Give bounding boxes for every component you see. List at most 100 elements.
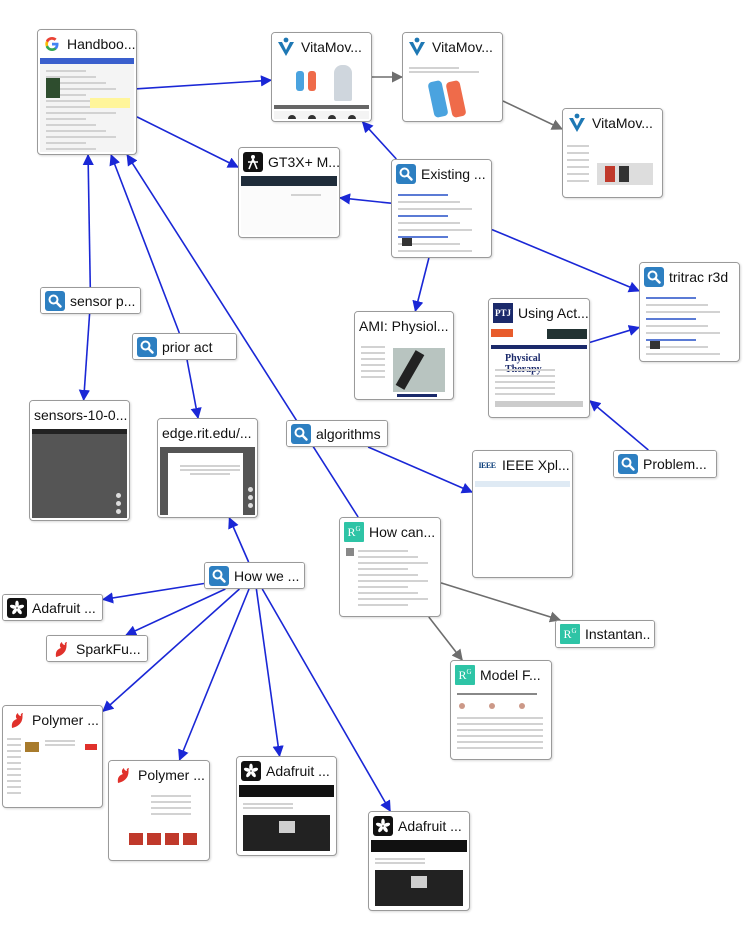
page-thumbnail [241, 176, 337, 235]
node-label: tritrac r3d [669, 269, 729, 285]
node-label: IEEE Xpl... [502, 457, 570, 473]
node-label: SparkFu... [76, 640, 141, 657]
search-icon [45, 290, 65, 311]
edge-sensorp-to-handbook [82, 153, 94, 288]
page-thumbnail [160, 447, 255, 515]
node-adafruit1[interactable]: Adafruit ... [2, 594, 103, 621]
node-label: sensor p... [70, 292, 136, 309]
edge-handbook-to-vitamov1 [136, 75, 273, 90]
edge-howcan-to-handbook [126, 154, 359, 518]
edge-howwe-to-adafruit1 [101, 582, 205, 604]
node-edgerit[interactable]: edge.rit.edu/... [157, 418, 258, 518]
node-algorithms[interactable]: algorithms [286, 420, 388, 447]
page-thumbnail [32, 429, 127, 518]
node-vitamov3[interactable]: VitaMov... [562, 108, 663, 198]
node-polymer2[interactable]: Polymer ... [108, 760, 210, 861]
page-thumbnail [475, 479, 570, 575]
node-label: Adafruit ... [32, 599, 96, 616]
node-title: Adafruit ... [237, 757, 336, 785]
node-tritrac[interactable]: tritrac r3d [639, 262, 740, 362]
node-title: VitaMov... [403, 33, 502, 61]
node-label: Existing ... [421, 166, 486, 182]
edge-howwe-to-edgerit [228, 516, 250, 563]
edge-howwe-to-adafruit2 [255, 588, 284, 758]
node-title: IEEE IEEE Xpl... [473, 451, 572, 479]
researchgate-icon: RG [455, 665, 475, 685]
edge-prioract-to-handbook [109, 153, 181, 334]
edge-existing-to-vitamov1 [361, 121, 397, 160]
node-howwe[interactable]: How we ... [204, 562, 305, 589]
node-vitamov1[interactable]: VitaMov... [271, 32, 372, 122]
node-title: Adafruit ... [3, 595, 102, 620]
node-label: How we ... [234, 567, 300, 584]
node-title: How we ... [205, 563, 304, 588]
node-handbook[interactable]: Handboo... [37, 29, 137, 155]
node-sensors10[interactable]: sensors-10-0... [29, 400, 130, 521]
node-adafruit2[interactable]: Adafruit ... [236, 756, 337, 856]
node-modelf[interactable]: RG Model F... [450, 660, 552, 760]
node-title: SparkFu... [47, 636, 147, 661]
node-existing[interactable]: Existing ... [391, 159, 492, 258]
node-label: Using Act... [518, 305, 589, 321]
edge-existing-to-gt3x [338, 193, 392, 205]
page-thumbnail [357, 340, 451, 397]
search-icon [644, 267, 664, 287]
adafruit-icon [7, 597, 27, 618]
node-gt3x[interactable]: GT3X+ M... [238, 147, 340, 238]
ieee-icon: IEEE [477, 455, 497, 475]
search-icon [209, 565, 229, 586]
node-label: GT3X+ M... [268, 154, 339, 170]
node-title: algorithms [287, 421, 387, 446]
node-label: VitaMov... [301, 39, 362, 55]
node-polymer1[interactable]: Polymer ... [2, 705, 103, 808]
node-label: prior act [162, 338, 213, 355]
page-thumbnail [394, 188, 489, 255]
edge-howcan-to-modelf [428, 616, 463, 661]
node-title: Existing ... [392, 160, 491, 188]
search-icon [291, 423, 311, 444]
node-title: Polymer ... [109, 761, 209, 789]
node-title: GT3X+ M... [239, 148, 339, 176]
node-ami[interactable]: AMI: Physiol... [354, 311, 454, 400]
actigraph-icon [243, 152, 263, 172]
node-label: Adafruit ... [266, 763, 330, 779]
node-label: VitaMov... [432, 39, 493, 55]
node-adafruit3[interactable]: Adafruit ... [368, 811, 470, 911]
sparkfun-icon [113, 765, 133, 785]
node-title: Handboo... [38, 30, 136, 58]
node-label: Adafruit ... [398, 818, 462, 834]
node-problem[interactable]: Problem... [613, 450, 717, 478]
edge-handbook-to-gt3x [136, 116, 240, 168]
node-title: tritrac r3d [640, 263, 739, 291]
node-title: prior act [133, 334, 236, 359]
edge-sensorp-to-sensors10 [78, 313, 91, 402]
edge-howwe-to-adafruit3 [261, 588, 391, 812]
page-thumbnail: Physical Therapy [491, 327, 587, 415]
node-title: VitaMov... [563, 109, 662, 137]
search-icon [618, 454, 638, 474]
page-thumbnail [111, 789, 207, 858]
edge-howwe-to-polymer1 [102, 588, 240, 712]
google-icon [42, 34, 62, 54]
node-vitamov2[interactable]: VitaMov... [402, 32, 503, 122]
page-thumbnail [453, 689, 549, 757]
node-ieee[interactable]: IEEE IEEE Xpl... [472, 450, 573, 578]
node-sensorp[interactable]: sensor p... [40, 287, 141, 314]
node-title: edge.rit.edu/... [158, 419, 257, 447]
node-label: algorithms [316, 425, 381, 442]
page-thumbnail [239, 785, 334, 853]
page-thumbnail [405, 61, 500, 119]
node-title: Adafruit ... [369, 812, 469, 840]
page-thumbnail [274, 61, 369, 119]
node-prioract[interactable]: prior act [132, 333, 237, 360]
node-title: RG Model F... [451, 661, 551, 689]
edge-usingact-to-tritrac [589, 325, 641, 344]
node-label: Model F... [480, 667, 541, 683]
node-label: How can... [369, 524, 436, 540]
vitamove-icon [276, 37, 296, 57]
node-sparkfun[interactable]: SparkFu... [46, 635, 148, 662]
